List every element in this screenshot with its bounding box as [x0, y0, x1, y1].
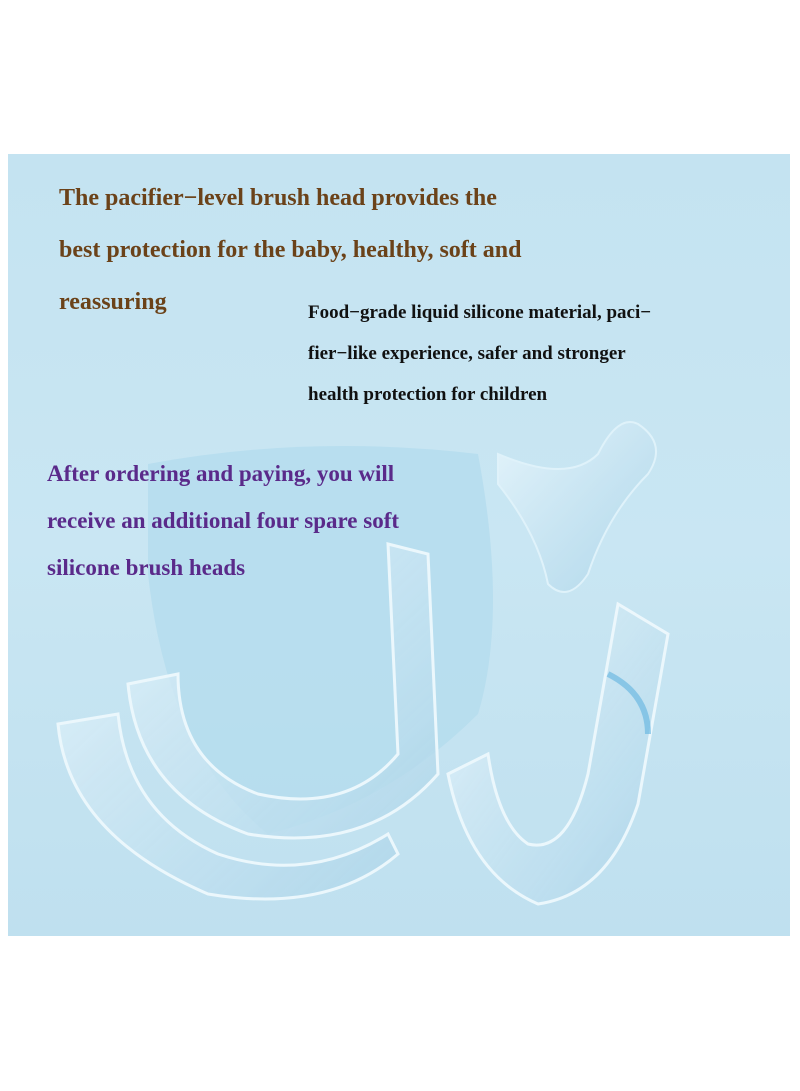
- bonus-note: After ordering and paying, you will rece…: [47, 450, 399, 591]
- pacifier-nipple: [497, 421, 657, 593]
- feature-description: Food−grade liquid silicone material, pac…: [308, 292, 651, 415]
- bonus-line: receive an additional four spare soft: [47, 508, 400, 533]
- bonus-line: silicone brush heads: [47, 555, 246, 580]
- brush-heads-illustration: [56, 421, 670, 906]
- headline-line: The pacifier−level brush head provides t…: [59, 185, 497, 211]
- feature-line: fier−like experience, safer and stronger: [308, 343, 626, 364]
- feature-line: Food−grade liquid silicone material, pac…: [308, 302, 652, 323]
- bonus-line: After ordering and paying, you will: [47, 461, 395, 486]
- feature-line: health protection for children: [308, 384, 548, 405]
- product-banner: The pacifier−level brush head provides t…: [8, 154, 790, 936]
- u-brush-head-large: [56, 542, 440, 901]
- headline-line: best protection for the baby, healthy, s…: [59, 237, 522, 263]
- headline-line: reassuring: [59, 289, 167, 315]
- headline: The pacifier−level brush head provides t…: [59, 172, 521, 328]
